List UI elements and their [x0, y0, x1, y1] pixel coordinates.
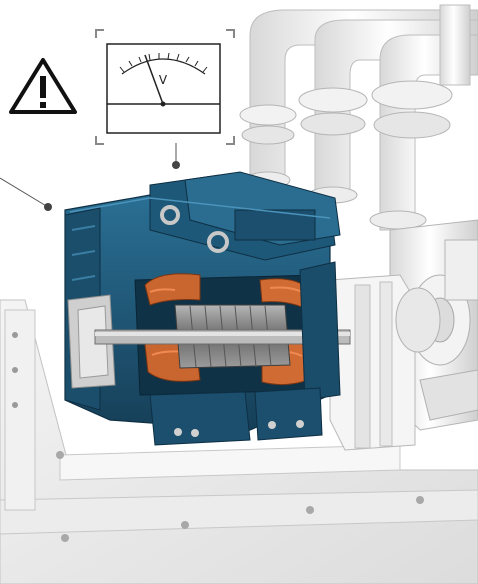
coupling-guard [329, 274, 441, 451]
voltmeter-gauge: V [95, 29, 235, 145]
gauge-ticks [119, 52, 208, 73]
gauge-scale [121, 58, 206, 75]
warning-triangle-icon [9, 58, 77, 114]
base-frame [0, 299, 478, 584]
gauge-needle [144, 54, 164, 105]
electric-motor-cutaway [64, 171, 351, 446]
callout-lines [0, 143, 180, 211]
stator-windings [144, 273, 311, 386]
gauge-unit-label: V [159, 73, 168, 87]
